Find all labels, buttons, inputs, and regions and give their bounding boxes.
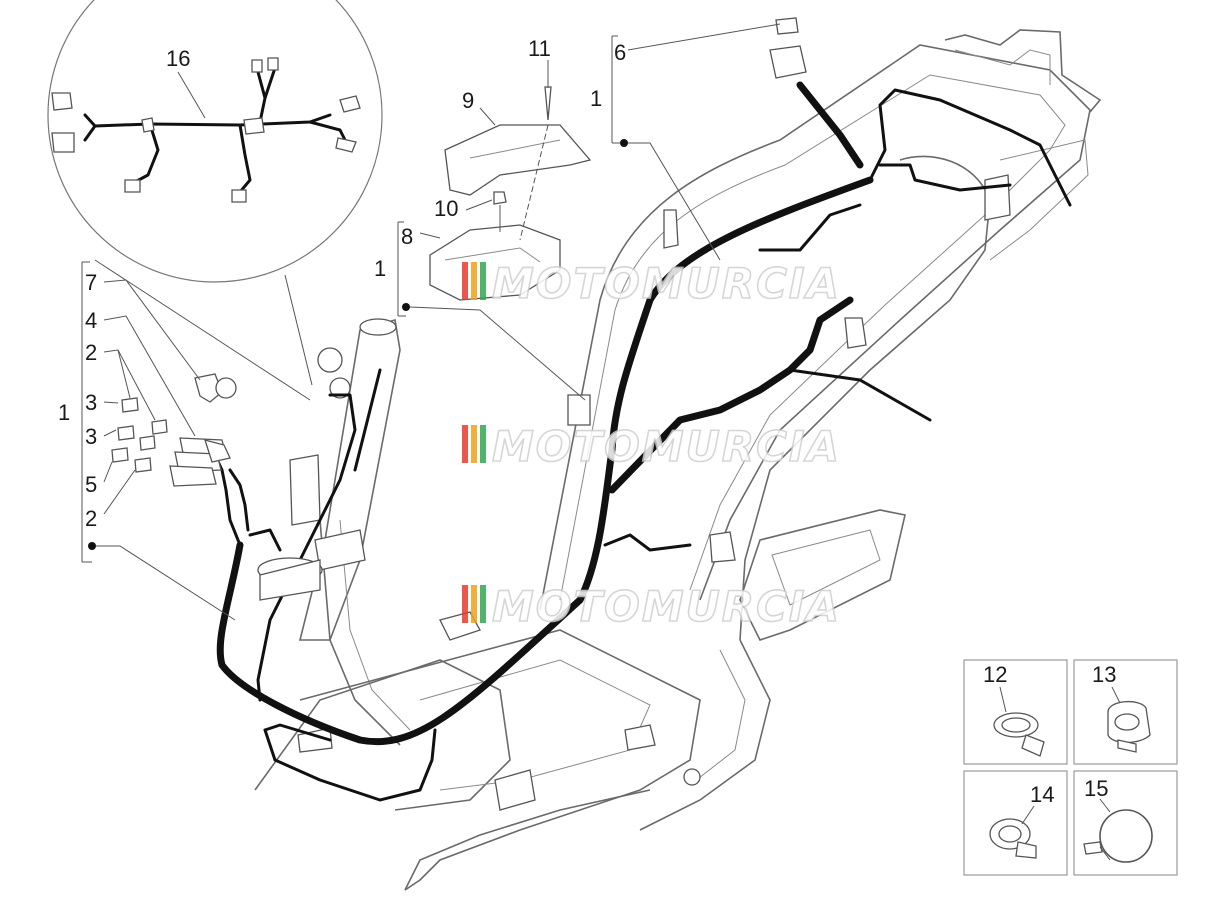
callout-1-upper: 1 [374,256,386,281]
callout-3-top: 3 [85,390,97,415]
cable-tie-15-icon [1083,798,1153,863]
callout-3-mid: 3 [85,424,97,449]
clamp-12-icon [993,686,1045,757]
relay-group: 6 1 [590,17,807,261]
callout-15: 15 [1084,776,1108,801]
watermark-text-bottom: MOTOMURCIA [492,582,841,631]
main-wiring-harness [213,81,1072,802]
watermark-stripe [471,425,477,463]
callout-10: 10 [434,196,458,221]
watermark-stripe [471,585,477,623]
watermark-stripe [480,585,486,623]
callout-6: 6 [614,40,626,65]
callout-16: 16 [166,46,190,71]
box-15 [1073,770,1178,876]
watermark-stripe [480,262,486,300]
harness-detail-circle: 16 [47,0,383,401]
callout-8: 8 [401,224,413,249]
watermark-stripe [462,585,468,623]
callout-11: 11 [528,36,551,61]
accessory-boxes: 12 13 14 15 [963,659,1178,876]
callout-1-left: 1 [58,400,70,425]
callout-2-bottom: 2 [85,506,97,531]
callout-14: 14 [1030,782,1054,807]
cable-holder-13-icon [1107,686,1151,753]
callout-9: 9 [462,88,474,113]
callout-1-right: 1 [590,86,602,111]
watermark-stripe [462,262,468,300]
callout-7: 7 [85,270,97,295]
watermark-stripe [471,262,477,300]
clamp-14-icon [989,805,1037,859]
control-unit-assembly: 11 9 10 8 1 [374,36,592,401]
watermark-stripe [480,425,486,463]
watermark-top: MOTOMURCIA [462,258,841,309]
callout-2-top: 2 [85,340,97,365]
watermark-text-top: MOTOMURCIA [492,259,841,308]
box-12 [963,659,1068,765]
connector-group: 7 4 2 3 3 5 2 1 [58,261,237,621]
watermark-stripe [462,425,468,463]
callout-12: 12 [983,662,1007,687]
watermark-middle: MOTOMURCIA [462,421,841,472]
watermark-bottom: MOTOMURCIA [462,581,841,632]
callout-4: 4 [85,308,97,333]
callout-5: 5 [85,472,97,497]
watermark-text-middle: MOTOMURCIA [492,422,841,471]
callout-13: 13 [1092,662,1116,687]
